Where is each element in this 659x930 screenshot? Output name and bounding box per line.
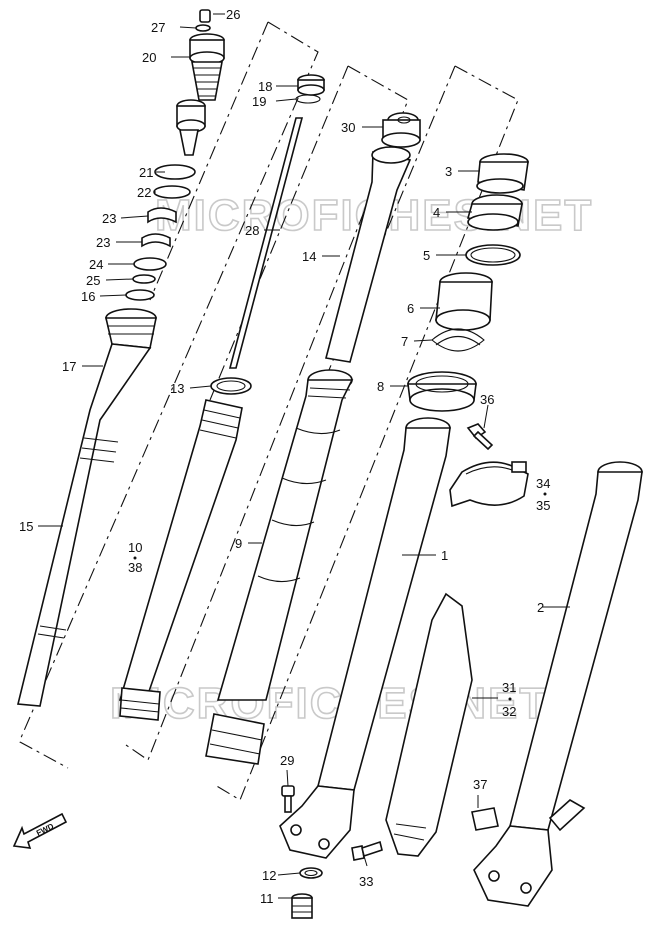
part-2-outer-tube — [473, 461, 643, 907]
callout-11: 11 — [260, 891, 274, 906]
callout-dot-10-38 — [133, 556, 137, 560]
callout-2: 2 — [537, 600, 544, 615]
part-33-bolt — [351, 840, 383, 861]
callout-24: 24 — [89, 257, 103, 272]
part-31-fork-guard — [385, 592, 473, 857]
part-12-washer — [299, 867, 323, 879]
callout-dot-31-32 — [508, 697, 512, 701]
part-26-screw — [195, 9, 211, 32]
callout-27: 27 — [151, 20, 165, 35]
callout-9: 9 — [235, 536, 242, 551]
callout-25: 25 — [86, 273, 100, 288]
callout-38: 38 — [128, 560, 142, 575]
callout-15: 15 — [19, 519, 33, 534]
callout-21: 21 — [139, 165, 153, 180]
callout-13: 13 — [170, 381, 184, 396]
callout-37: 37 — [473, 777, 487, 792]
callout-10: 10 — [128, 540, 142, 555]
callout-1: 1 — [441, 548, 448, 563]
part-36-bolt — [466, 423, 494, 451]
callout-28: 28 — [245, 223, 259, 238]
callout-14: 14 — [302, 249, 316, 264]
seal-stack — [125, 164, 196, 301]
part-30-spacer — [381, 112, 421, 148]
callout-30: 30 — [341, 120, 355, 135]
fwd-arrow-icon: FWD — [12, 812, 68, 849]
callout-32: 32 — [502, 704, 516, 719]
part-37-bracket — [471, 807, 499, 831]
part-14-tube — [325, 146, 412, 363]
bushing-stack — [431, 153, 529, 352]
callout-17: 17 — [62, 359, 76, 374]
callout-20: 20 — [142, 50, 156, 65]
callout-19: 19 — [252, 94, 266, 109]
callout-12: 12 — [262, 868, 276, 883]
callout-3: 3 — [445, 164, 452, 179]
callout-6: 6 — [407, 301, 414, 316]
watermark-bottom: MICROFICHES.NET — [110, 679, 548, 728]
callout-26: 26 — [226, 7, 240, 22]
callout-35: 35 — [536, 498, 550, 513]
callout-36: 36 — [480, 392, 494, 407]
callout-34: 34 — [536, 476, 550, 491]
part-13-ring — [210, 377, 252, 395]
part-17-tube-top — [104, 308, 157, 349]
part-10-spring-tube — [118, 399, 243, 721]
part-8-seal — [407, 371, 477, 412]
fwd-label: FWD — [35, 822, 56, 838]
part-9-inner-tube — [205, 369, 354, 765]
callout-4: 4 — [433, 205, 440, 220]
callout-23-lower: 23 — [96, 235, 110, 250]
callout-22: 22 — [137, 185, 151, 200]
part-28-rod — [228, 117, 304, 369]
callout-5: 5 — [423, 248, 430, 263]
part-34-clamp — [449, 461, 529, 508]
part-20-damper-rod — [176, 33, 225, 156]
callout-8: 8 — [377, 379, 384, 394]
callout-dot-34-35 — [543, 492, 547, 496]
part-11-drain-bolt — [291, 893, 313, 919]
callout-16: 16 — [81, 289, 95, 304]
callout-23-upper: 23 — [102, 211, 116, 226]
callout-29: 29 — [280, 753, 294, 768]
leader-lines — [38, 13, 570, 899]
callout-7: 7 — [401, 334, 408, 349]
callout-33: 33 — [359, 874, 373, 889]
part-1-outer-tube — [279, 417, 451, 859]
callout-31: 31 — [502, 680, 516, 695]
callout-18: 18 — [258, 79, 272, 94]
part-29-bolt — [281, 785, 295, 813]
part-18-collar — [295, 74, 325, 104]
part-15-tube — [17, 343, 152, 707]
callout-labels: 26 27 20 18 19 30 3 4 5 6 7 8 36 34 35 2… — [19, 7, 550, 906]
